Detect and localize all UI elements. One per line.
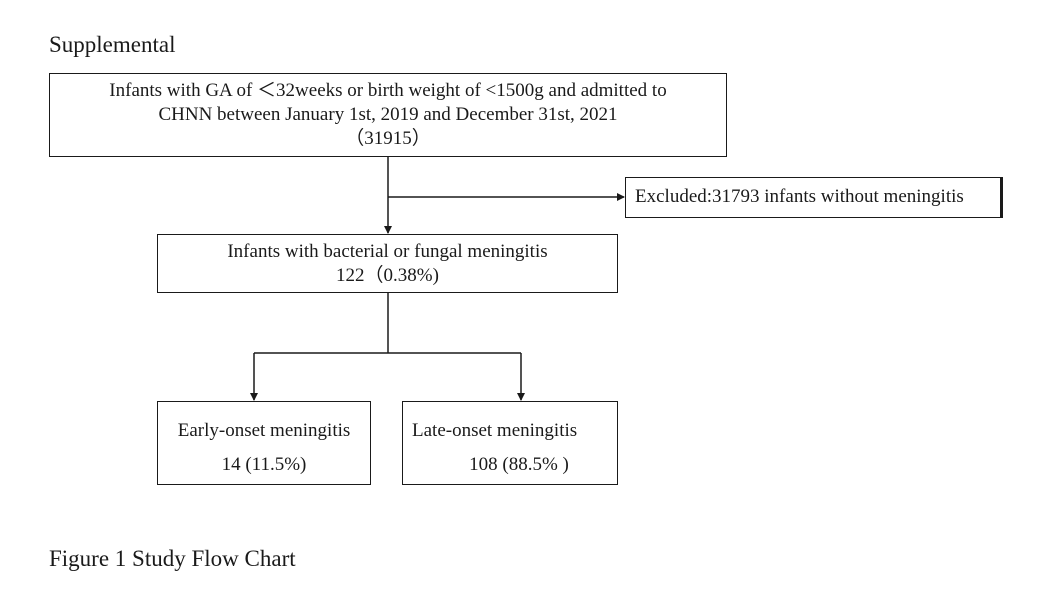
early-onset-meningitis-count: 14 (11.5%) bbox=[221, 454, 307, 475]
early-onset-meningitis-label: Early-onset meningitis bbox=[177, 420, 351, 441]
late-onset-meningitis-box: Late-onset meningitis 108 (88.5% ) bbox=[402, 401, 618, 485]
meningitis-infants-box: Infants with bacterial or fungal meningi… bbox=[157, 234, 618, 293]
enrolled-infants-count: （31915） bbox=[345, 128, 431, 149]
meningitis-infants-label: Infants with bacterial or fungal meningi… bbox=[227, 241, 548, 262]
enrolled-infants-box: Infants with GA of ＜32weeks or birth wei… bbox=[49, 73, 727, 157]
late-onset-meningitis-count: 108 (88.5% ) bbox=[469, 454, 569, 475]
figure-caption: Figure 1 Study Flow Chart bbox=[49, 546, 296, 571]
early-onset-meningitis-box: Early-onset meningitis 14 (11.5%) bbox=[157, 401, 371, 485]
excluded-infants-text: Excluded:31793 infants without meningiti… bbox=[635, 186, 964, 207]
late-onset-meningitis-label: Late-onset meningitis bbox=[412, 420, 578, 441]
enrolled-infants-criteria-line-1: Infants with GA of ＜32weeks or birth wei… bbox=[109, 80, 667, 101]
heading: Supplemental bbox=[49, 32, 176, 57]
excluded-infants-box: Excluded:31793 infants without meningiti… bbox=[625, 177, 1003, 218]
meningitis-infants-count: 122（0.38%) bbox=[336, 265, 439, 286]
enrolled-infants-criteria-line-2: CHNN between January 1st, 2019 and Decem… bbox=[158, 104, 618, 125]
